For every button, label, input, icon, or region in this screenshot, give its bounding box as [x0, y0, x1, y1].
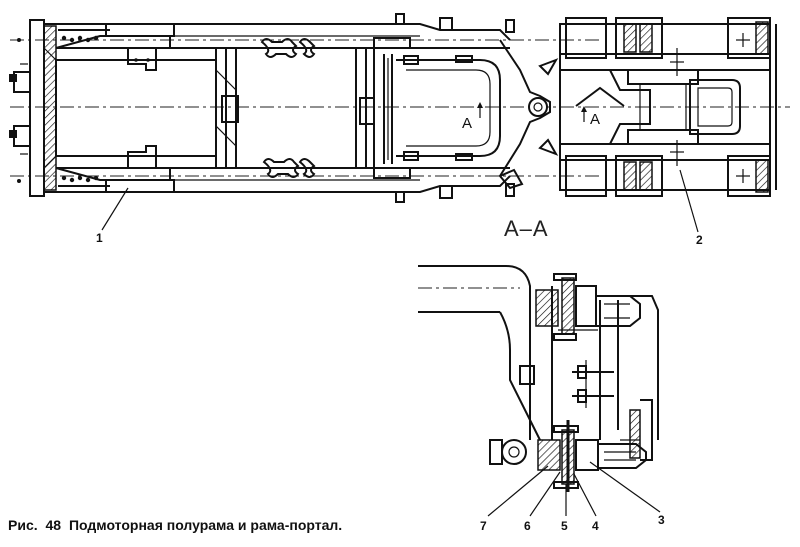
callout-5: 5	[561, 519, 568, 533]
portal-frame-plan: А	[559, 17, 777, 197]
middle-bolts	[572, 360, 614, 408]
section-label: А–А	[504, 216, 549, 241]
bottom-leaders	[487, 461, 661, 517]
section-view-a-a	[418, 265, 659, 492]
section-mark-left: А	[462, 115, 472, 132]
leader-line-1	[101, 187, 129, 231]
rivet-group-top	[61, 35, 99, 183]
section-mark-right: А	[590, 111, 600, 128]
callout-6: 6	[524, 519, 531, 533]
caption-title: Подмоторная полурама и рама-портал.	[68, 517, 343, 533]
callout-4: 4	[592, 519, 599, 533]
leader-line-2	[679, 169, 699, 233]
callout-7: 7	[480, 519, 487, 533]
subframe-plan-view: А	[9, 13, 790, 203]
caption-number: 48	[45, 517, 62, 533]
callout-3: 3	[658, 513, 665, 527]
callout-1: 1	[96, 231, 103, 245]
figure-caption: Рис. 48 Подмоторная полурама и рама-порт…	[8, 517, 346, 533]
callout-2: 2	[696, 233, 703, 247]
dogbone-brackets	[260, 38, 316, 178]
caption-prefix: Рис.	[8, 517, 38, 533]
